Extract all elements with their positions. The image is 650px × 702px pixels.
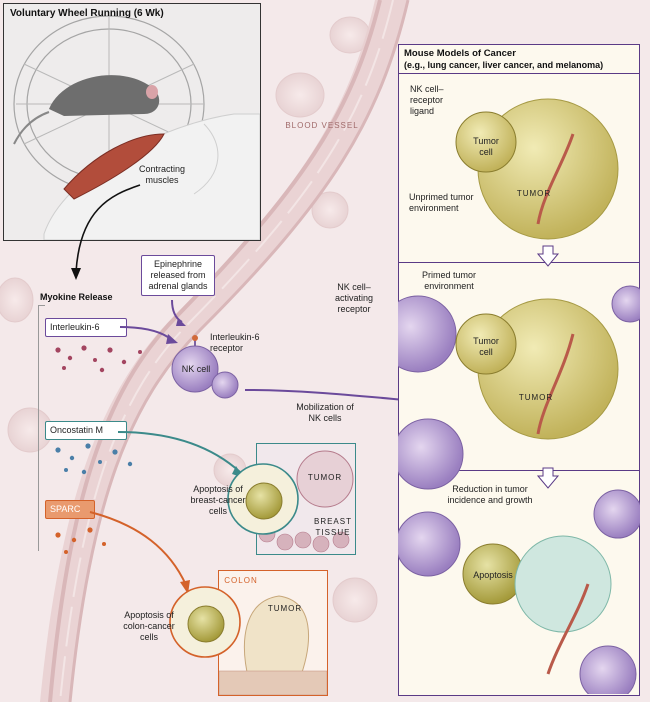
primed-environment-label: Primed tumor environment: [421, 270, 476, 291]
colon-apoptosis-cell: [169, 586, 241, 658]
nk-cell-in-vessel: [171, 335, 239, 399]
blood-vessel-label: BLOOD VESSEL: [285, 121, 359, 130]
interleukin-6-tag: Interleukin-6: [45, 318, 127, 337]
reduction-label: Reduction in tumor incidence and growth: [447, 484, 533, 505]
breast-apoptosis-cell: [227, 463, 299, 535]
panel1-tumor-label: TUMOR: [516, 189, 552, 198]
colon-tumor-label: TUMOR: [267, 604, 303, 613]
mouse-models-title: Mouse Models of Cancer: [404, 48, 516, 59]
panel-divider-1: [398, 262, 640, 263]
colon-label: COLON: [224, 576, 258, 585]
mobilization-label: Mobilization of NK cells: [296, 402, 354, 423]
breast-apoptosis-label: Apoptosis of breast-cancer cells: [190, 484, 246, 516]
breast-tissue-label: BREAST TISSUE: [313, 517, 352, 537]
myokine-release-title: Myokine Release: [40, 292, 113, 302]
colon-tumor-art: [219, 595, 327, 695]
nk-cell-label: NK cell: [181, 364, 211, 374]
muscle-to-myokine-arrow: [71, 184, 141, 280]
apoptosis-label: Apoptosis: [473, 570, 513, 580]
oncostatin-m-tag: Oncostatin M: [45, 421, 127, 440]
receptor-ligand-label: NK cell– receptor ligand: [410, 84, 444, 116]
unprimed-environment-label: Unprimed tumor environment: [409, 192, 474, 213]
wheel-panel-title: Voluntary Wheel Running (6 Wk): [10, 8, 164, 19]
mouse-models-subtitle: (e.g., lung cancer, liver cancer, and me…: [404, 60, 604, 70]
il6-receptor-label: Interleukin-6 receptor: [210, 332, 260, 353]
panel2-tumor-cell-label: Tumor cell: [473, 336, 499, 357]
mouse-models-title-divider: [398, 73, 640, 74]
epinephrine-tag: Epinephrine released from adrenal glands: [141, 255, 215, 296]
breast-tumor-label: TUMOR: [307, 473, 343, 482]
activating-receptor-label: NK cell– activating receptor: [334, 282, 374, 314]
mouse-models-art: [398, 98, 640, 694]
sparc-tag: SPARC: [45, 500, 95, 519]
panel-divider-2: [398, 470, 640, 471]
colon-apoptosis-label: Apoptosis of colon-cancer cells: [123, 610, 175, 642]
breast-tumor-art: [258, 450, 354, 553]
panel1-tumor-cell-label: Tumor cell: [473, 136, 499, 157]
panel2-tumor-label: TUMOR: [518, 393, 554, 402]
contracting-muscles-label: Contracting muscles: [138, 164, 186, 185]
myokine-bracket: [38, 305, 45, 551]
